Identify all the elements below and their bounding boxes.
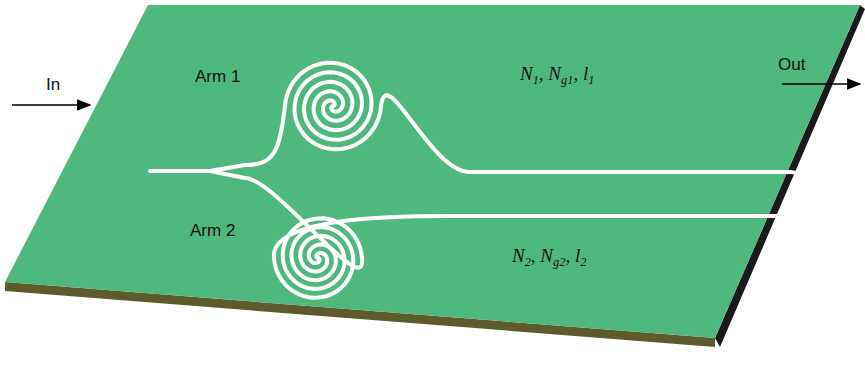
input-arrow — [12, 104, 90, 106]
parameter-label: N1, Ng1, l1 — [520, 64, 594, 85]
arm-label: Arm 1 — [195, 68, 240, 87]
arm-waveguide — [210, 171, 858, 298]
input-waveguide — [150, 169, 210, 173]
board-top — [5, 5, 860, 338]
waveguides — [150, 63, 858, 298]
parameter-label: N2, Ng2, l2 — [512, 246, 586, 267]
port-label: Out — [778, 56, 805, 75]
port-label: In — [46, 76, 60, 95]
output-arrow — [782, 83, 860, 85]
arm-waveguide — [210, 63, 858, 196]
arm-label: Arm 2 — [190, 222, 235, 241]
